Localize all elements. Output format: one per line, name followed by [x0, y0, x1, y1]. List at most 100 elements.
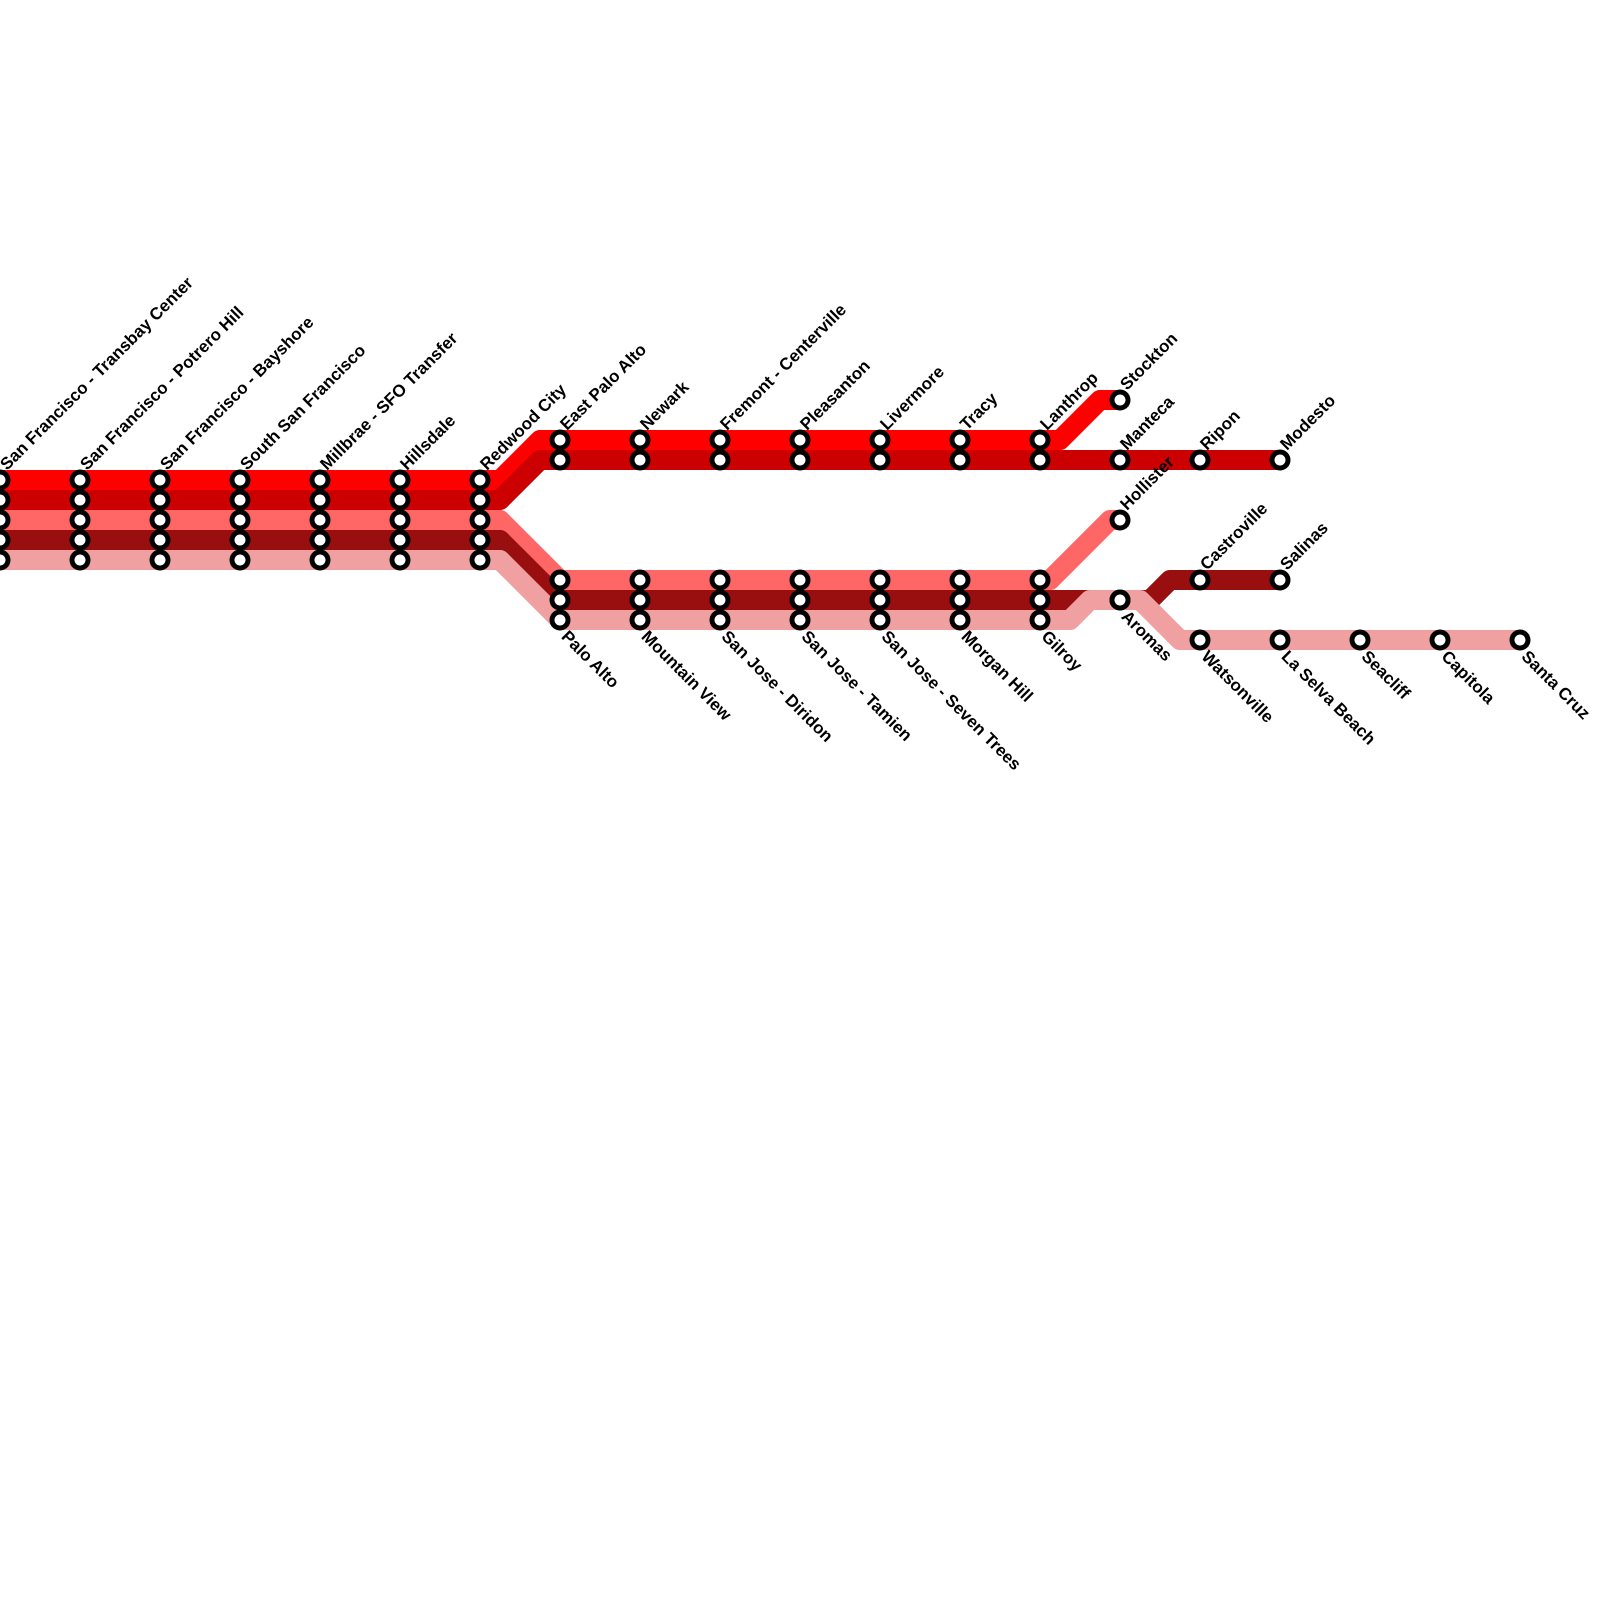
station-marker-seacliff[interactable]	[1349, 629, 1371, 651]
station-marker-salinas[interactable]	[1269, 569, 1291, 591]
station-marker-livermore[interactable]	[869, 449, 891, 471]
station-marker-fremont[interactable]	[709, 429, 731, 451]
station-marker-sf-potrero[interactable]	[69, 509, 91, 531]
station-marker-epa[interactable]	[549, 449, 571, 471]
station-marker-livermore[interactable]	[869, 429, 891, 451]
station-label-seven-trees: San Jose - Seven Trees	[878, 627, 1025, 774]
station-marker-palo-alto[interactable]	[549, 609, 571, 631]
station-marker-sf-transbay[interactable]	[0, 549, 11, 571]
station-marker-sf-potrero[interactable]	[69, 549, 91, 571]
station-marker-morgan-hill[interactable]	[949, 589, 971, 611]
station-marker-mountain-view[interactable]	[629, 609, 651, 631]
station-marker-sf-bayshore[interactable]	[149, 469, 171, 491]
station-marker-ssf[interactable]	[229, 489, 251, 511]
station-marker-aromas[interactable]	[1109, 589, 1131, 611]
station-marker-tracy[interactable]	[949, 429, 971, 451]
station-label-morgan-hill: Morgan Hill	[958, 627, 1037, 706]
station-label-castroville: Castroville	[1196, 499, 1271, 574]
station-marker-sf-transbay[interactable]	[0, 469, 11, 491]
station-marker-sf-bayshore[interactable]	[149, 509, 171, 531]
station-marker-ssf[interactable]	[229, 469, 251, 491]
station-label-fremont: Fremont - Centerville	[716, 300, 850, 434]
station-marker-capitola[interactable]	[1429, 629, 1451, 651]
station-marker-redwood[interactable]	[469, 489, 491, 511]
station-label-watsonville: Watsonville	[1198, 647, 1278, 727]
station-marker-tamien[interactable]	[789, 609, 811, 631]
station-marker-redwood[interactable]	[469, 509, 491, 531]
station-marker-sf-bayshore[interactable]	[149, 529, 171, 551]
station-marker-mountain-view[interactable]	[629, 569, 651, 591]
station-marker-seven-trees[interactable]	[869, 589, 891, 611]
station-label-palo-alto: Palo Alto	[558, 627, 623, 692]
station-marker-sf-transbay[interactable]	[0, 489, 11, 511]
station-marker-tracy[interactable]	[949, 449, 971, 471]
station-marker-hillsdale[interactable]	[389, 469, 411, 491]
station-label-sf-bayshore: San Francisco - Bayshore	[156, 313, 317, 474]
station-marker-redwood[interactable]	[469, 549, 491, 571]
station-marker-newark[interactable]	[629, 429, 651, 451]
station-marker-castroville[interactable]	[1189, 569, 1211, 591]
station-marker-millbrae[interactable]	[309, 549, 331, 571]
station-marker-millbrae[interactable]	[309, 469, 331, 491]
station-marker-hillsdale[interactable]	[389, 549, 411, 571]
station-marker-fremont[interactable]	[709, 449, 731, 471]
station-label-sf-potrero: San Francisco - Potrero Hill	[76, 303, 247, 474]
station-marker-sf-potrero[interactable]	[69, 489, 91, 511]
station-marker-ssf[interactable]	[229, 529, 251, 551]
station-marker-morgan-hill[interactable]	[949, 569, 971, 591]
station-marker-ripon[interactable]	[1189, 449, 1211, 471]
station-marker-seven-trees[interactable]	[869, 569, 891, 591]
station-marker-epa[interactable]	[549, 429, 571, 451]
station-marker-millbrae[interactable]	[309, 509, 331, 531]
station-marker-hollister[interactable]	[1109, 509, 1131, 531]
station-marker-palo-alto[interactable]	[549, 569, 571, 591]
station-marker-palo-alto[interactable]	[549, 589, 571, 611]
station-marker-watsonville[interactable]	[1189, 629, 1211, 651]
station-marker-diridon[interactable]	[709, 569, 731, 591]
station-marker-gilroy[interactable]	[1029, 609, 1051, 631]
station-marker-sf-bayshore[interactable]	[149, 549, 171, 571]
station-marker-hillsdale[interactable]	[389, 509, 411, 531]
station-label-tracy: Tracy	[956, 389, 1001, 434]
station-label-ripon: Ripon	[1196, 406, 1243, 453]
station-marker-hillsdale[interactable]	[389, 529, 411, 551]
station-label-salinas: Salinas	[1276, 518, 1332, 574]
station-marker-millbrae[interactable]	[309, 529, 331, 551]
station-marker-stockton[interactable]	[1109, 389, 1131, 411]
station-label-newark: Newark	[636, 377, 693, 434]
station-marker-morgan-hill[interactable]	[949, 609, 971, 631]
station-marker-modesto[interactable]	[1269, 449, 1291, 471]
station-marker-ssf[interactable]	[229, 549, 251, 571]
station-marker-lathrop[interactable]	[1029, 429, 1051, 451]
station-marker-sf-potrero[interactable]	[69, 529, 91, 551]
station-label-millbrae: Millbrae - SFO Transfer	[316, 329, 461, 474]
station-marker-sf-transbay[interactable]	[0, 509, 11, 531]
station-marker-hillsdale[interactable]	[389, 489, 411, 511]
station-marker-gilroy[interactable]	[1029, 569, 1051, 591]
station-marker-manteca[interactable]	[1109, 449, 1131, 471]
station-marker-lathrop[interactable]	[1029, 449, 1051, 471]
station-marker-diridon[interactable]	[709, 589, 731, 611]
station-marker-tamien[interactable]	[789, 589, 811, 611]
station-marker-sf-potrero[interactable]	[69, 469, 91, 491]
station-marker-newark[interactable]	[629, 449, 651, 471]
station-label-stockton: Stockton	[1116, 329, 1181, 394]
station-marker-pleasanton[interactable]	[789, 429, 811, 451]
station-marker-redwood[interactable]	[469, 469, 491, 491]
station-label-hillsdale: Hillsdale	[396, 411, 459, 474]
station-marker-pleasanton[interactable]	[789, 449, 811, 471]
station-marker-tamien[interactable]	[789, 569, 811, 591]
station-marker-redwood[interactable]	[469, 529, 491, 551]
station-marker-sf-transbay[interactable]	[0, 529, 11, 551]
station-marker-seven-trees[interactable]	[869, 609, 891, 631]
station-marker-la-selva[interactable]	[1269, 629, 1291, 651]
station-label-capitola: Capitola	[1438, 647, 1499, 708]
station-marker-millbrae[interactable]	[309, 489, 331, 511]
station-marker-ssf[interactable]	[229, 509, 251, 531]
station-marker-mountain-view[interactable]	[629, 589, 651, 611]
station-marker-gilroy[interactable]	[1029, 589, 1051, 611]
station-marker-santa-cruz[interactable]	[1509, 629, 1531, 651]
station-marker-diridon[interactable]	[709, 609, 731, 631]
station-marker-sf-bayshore[interactable]	[149, 489, 171, 511]
